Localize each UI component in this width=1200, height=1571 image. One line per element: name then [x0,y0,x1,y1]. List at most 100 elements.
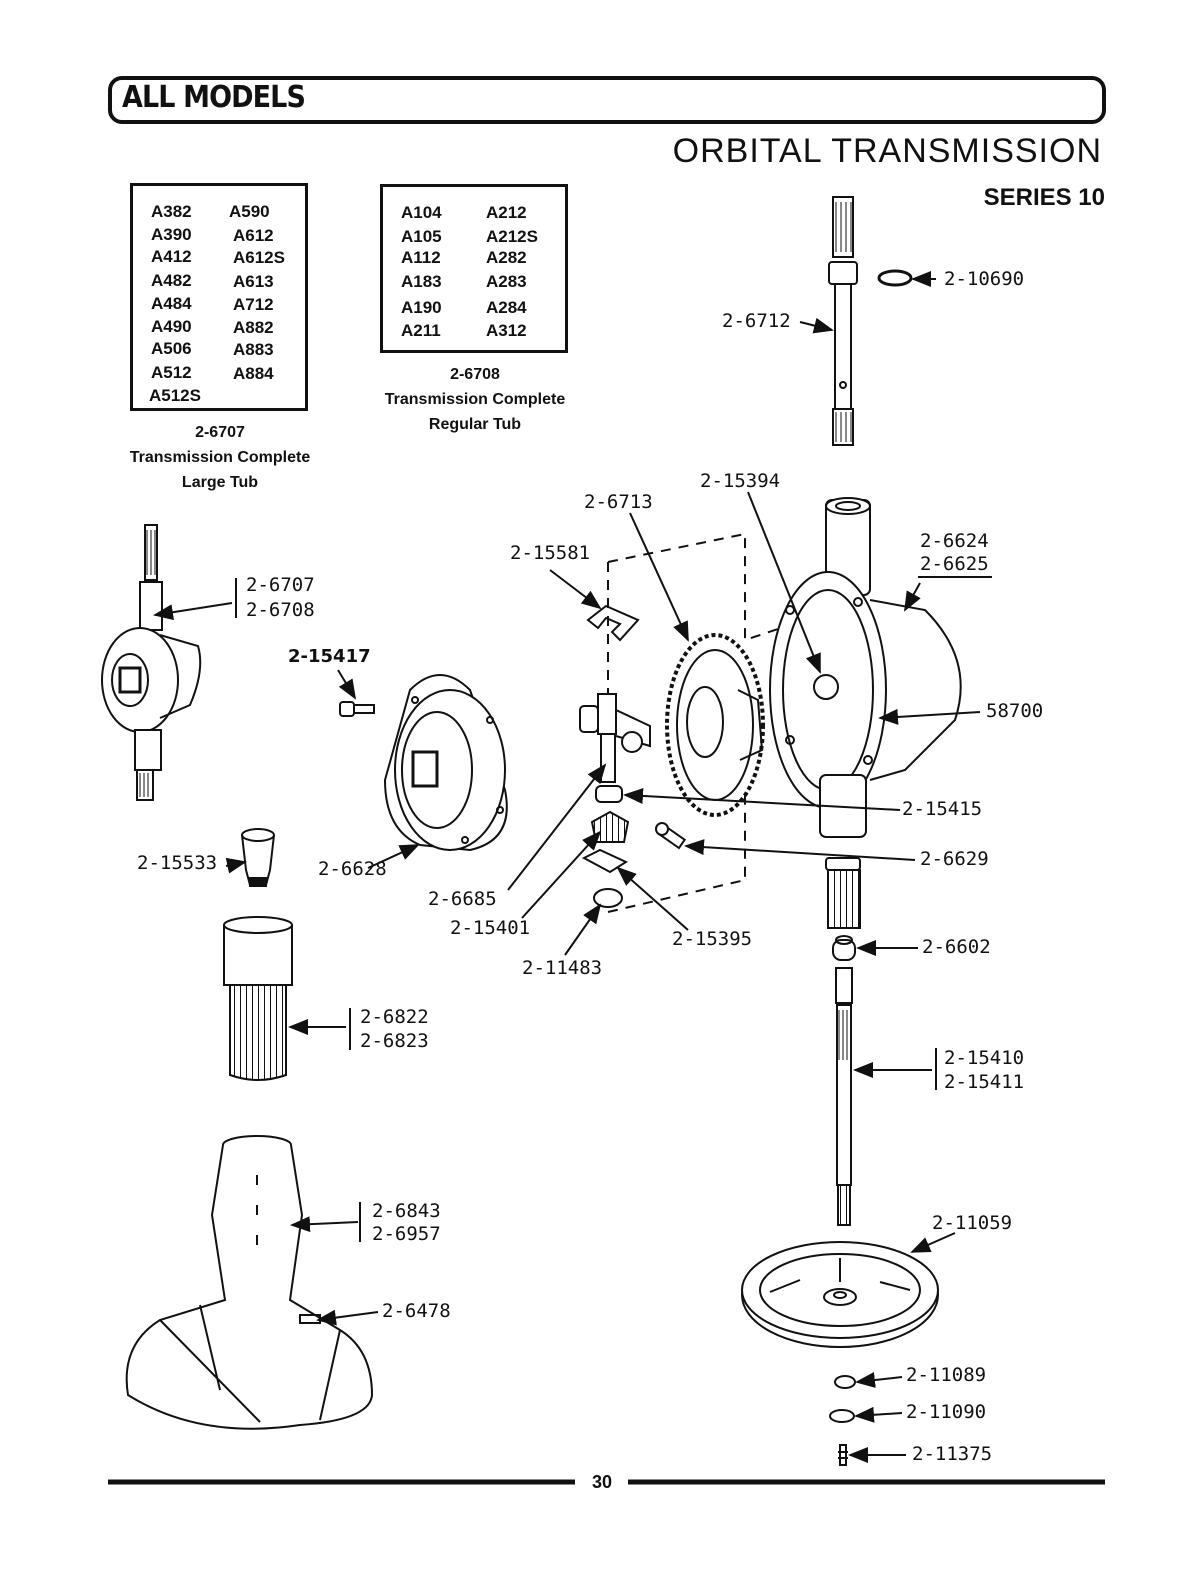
model-table-regular-tub: A104 A212 A105 A212S A112 A282 A183 A283… [380,184,568,353]
leader-line [225,857,247,874]
model-code: A884 [233,364,274,383]
leader-line [549,569,602,610]
pin [655,822,687,850]
caption-part-number: 2-6707 [195,424,245,441]
leader-line [747,491,821,674]
part-label: 2-15394 [700,470,781,492]
model-code: A190 [401,298,442,317]
leader-line [507,763,607,891]
screw-small [339,701,375,717]
page-subtitle: SERIES 10 [983,184,1105,211]
page-title: ORBITAL TRANSMISSION [672,132,1102,170]
part-label: 2-11090 [906,1401,987,1423]
sleeve [223,916,293,1081]
part-label: 2-15411 [944,1071,1025,1093]
model-code: A390 [151,225,192,244]
leader-line [623,787,901,811]
caption-part-number: 2-6708 [450,366,500,383]
leader-line [910,1232,956,1253]
part-label: 2-11375 [912,1443,993,1465]
caption-large-tub: 2-6707 Transmission Complete Large Tub [100,420,340,495]
page-number: 30 [591,1472,613,1492]
washer-top [877,269,913,287]
model-code: A382 [151,202,192,221]
pinion-plate [581,848,629,874]
seal [832,935,856,961]
model-code: A104 [401,203,442,222]
part-label: 2-6478 [382,1300,451,1322]
shaft-upper [828,196,858,446]
leader-line [799,317,834,334]
spline-collar [825,857,861,871]
caption-description: Transmission Complete [384,391,566,408]
spline-lower [827,869,861,929]
part-label: 2-11059 [932,1212,1013,1234]
part-label: 2-6602 [922,936,991,958]
part-label: 2-6957 [372,1223,441,1245]
part-label: 2-6685 [428,888,497,910]
model-code: A512S [149,386,201,405]
leader-line [855,1372,903,1388]
shaft-lower [835,967,853,1226]
part-label: 2-6843 [372,1200,441,1222]
model-code: A613 [233,272,274,291]
model-code: A490 [151,317,192,336]
model-code: A883 [233,340,274,359]
model-code: A284 [486,298,527,317]
model-code: A512 [151,363,192,382]
leader-line [564,903,602,956]
model-code: A212S [486,227,538,246]
model-code: A590 [229,202,270,221]
leader-line [629,512,689,642]
part-label: 2-15395 [672,928,753,950]
part-label: 2-6708 [246,599,315,621]
model-code: A105 [401,227,442,246]
model-code: A712 [233,295,274,314]
part-label: 2-6625 [920,553,989,575]
model-code: A312 [486,321,527,340]
caption-tub: Regular Tub [428,416,522,433]
model-code: A183 [401,272,442,291]
leader-line [854,1406,903,1423]
part-label: 2-11483 [522,957,603,979]
leader-line [904,582,921,612]
caption-regular-tub: 2-6708 Transmission Complete Regular Tub [355,362,595,437]
part-label: 2-6629 [920,848,989,870]
model-code: A482 [151,271,192,290]
part-label: 2-10690 [944,268,1025,290]
model-code: A212 [486,203,527,222]
leader-line [521,830,602,919]
model-code: A283 [486,272,527,291]
part-label: 2-6707 [246,574,315,596]
model-code: A412 [151,247,192,266]
leader-line [684,839,916,861]
model-code: A882 [233,318,274,337]
part-label: 2-15581 [510,542,591,564]
washer-bottom [829,1409,855,1423]
drive-gear [665,633,765,817]
model-code: A112 [401,248,441,267]
part-label: 2-15410 [944,1047,1025,1069]
caption-tub: Large Tub [181,474,259,491]
leader-line [367,844,420,869]
nut [834,1375,856,1389]
bushing-small [595,785,623,803]
part-label: 2-15417 [288,646,371,667]
part-label: 2-6628 [318,858,387,880]
model-code: A612S [233,248,285,267]
leader-line [337,669,357,700]
part-label: 2-15415 [902,798,983,820]
header-frame [108,76,1106,124]
leader-line [878,708,981,725]
part-label: 2-11089 [906,1364,987,1386]
leader-line [290,1216,359,1233]
clip [586,604,640,642]
pinion-gear [590,810,630,843]
crank-assembly [579,693,651,783]
leader-line [316,1309,379,1326]
model-code: A282 [486,248,527,267]
agitator [125,1135,374,1430]
model-code: A612 [233,226,274,245]
part-label: 2-6624 [920,530,989,552]
